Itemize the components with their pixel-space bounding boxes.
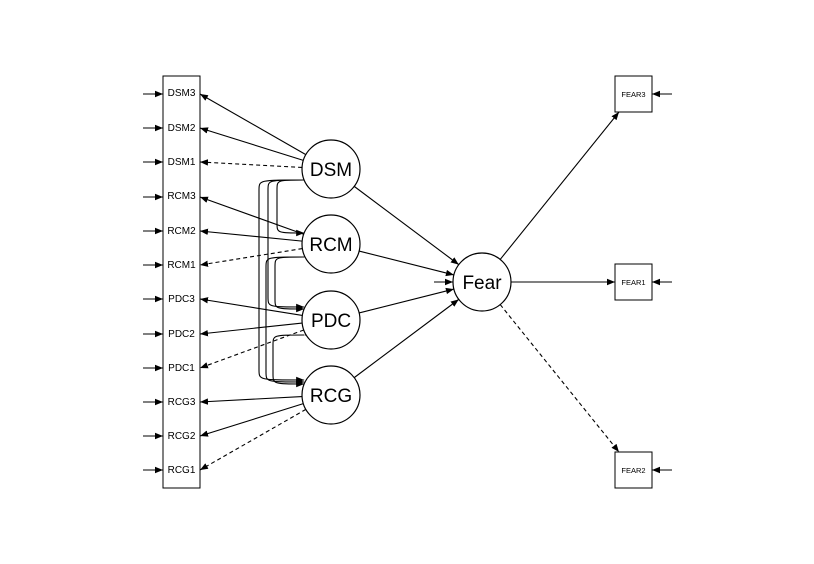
path-arrow-rcg-fear [353, 298, 460, 379]
indicator-label-dsm2: DSM2 [168, 123, 196, 134]
loading-arrow-pdc-pdc1 [199, 329, 304, 369]
latent-node-rcg [301, 365, 361, 425]
indicator-label-rcg2: RCG2 [168, 431, 196, 442]
path-arrow-rcm-fear [358, 250, 455, 277]
latent-node-fear [452, 252, 512, 312]
latent-label-fear: Fear [462, 273, 502, 294]
indicator-label-pdc1: PDC1 [168, 363, 195, 374]
indicator-label-rcm2: RCM2 [167, 226, 196, 237]
indicator-label-dsm3: DSM3 [168, 88, 196, 99]
loading-arrow-rcg-rcg3 [199, 395, 303, 405]
indicator-box-fear3 [614, 75, 653, 113]
latent-label-dsm: DSM [310, 160, 352, 181]
loading-arrow-dsm-dsm3 [199, 93, 307, 156]
loading-arrow-rcg-rcg1 [199, 408, 307, 471]
covariance-dsm-pdc [267, 176, 313, 311]
loading-arrow-dsm-dsm2 [199, 127, 304, 161]
indicator-label-rcm1: RCM1 [167, 260, 196, 271]
indicator-label-pdc2: PDC2 [168, 329, 195, 340]
covariance-rcm-pdc [274, 253, 313, 313]
indicator-box-fear2 [614, 451, 653, 489]
path-arrow-dsm-fear [353, 185, 460, 266]
covariance-rcm-rcg [265, 253, 313, 386]
latent-label-rcg: RCG [310, 386, 352, 407]
loading-arrow-rcm-rcm2 [199, 228, 303, 242]
left-indicator-column: DSM3 DSM2 DSM1 RCM3 RCM2 RCM1 PDC3 PDC2 … [162, 75, 201, 489]
loading-arrow-fear-fear3 [499, 111, 620, 260]
indicator-label-fear2: FEAR2 [621, 466, 645, 475]
indicator-column-frame [162, 75, 201, 489]
indicator-label-fear1: FEAR1 [621, 278, 645, 287]
loading-arrow-pdc-pdc2 [199, 322, 303, 337]
covariance-pdc-rcg [272, 331, 313, 388]
latent-node-rcm [301, 214, 361, 274]
loading-arrow-pdc-pdc3 [199, 297, 303, 316]
indicator-label-pdc3: PDC3 [168, 294, 195, 305]
latent-node-pdc [301, 290, 361, 350]
loading-arrow-dsm-dsm1 [199, 159, 303, 169]
indicator-label-rcg3: RCG3 [168, 397, 196, 408]
covariance-dsm-rcg [258, 176, 313, 384]
latent-factors: DSM RCM PDC RCG Fear [301, 139, 512, 425]
path-arrow-pdc-fear [358, 287, 455, 314]
indicator-label-dsm1: DSM1 [168, 157, 196, 168]
right-indicator-column: FEAR3 FEAR1 FEAR2 [614, 75, 653, 489]
loading-arrow-rcg-rcg2 [199, 403, 304, 437]
indicator-box-fear1 [614, 263, 653, 301]
edges-layer [143, 90, 672, 474]
indicator-label-rcg1: RCG1 [168, 465, 196, 476]
loading-arrow-fear-fear2 [499, 304, 620, 453]
indicator-label-rcm3: RCM3 [167, 191, 196, 202]
latent-label-pdc: PDC [311, 311, 351, 332]
latent-label-rcm: RCM [309, 235, 352, 256]
latent-node-dsm [301, 139, 361, 199]
covariance-dsm-rcm [276, 176, 313, 237]
loading-arrow-rcm-rcm1 [199, 248, 303, 267]
indicator-label-fear3: FEAR3 [621, 90, 645, 99]
loading-arrow-rcm-rcm3 [199, 196, 304, 235]
